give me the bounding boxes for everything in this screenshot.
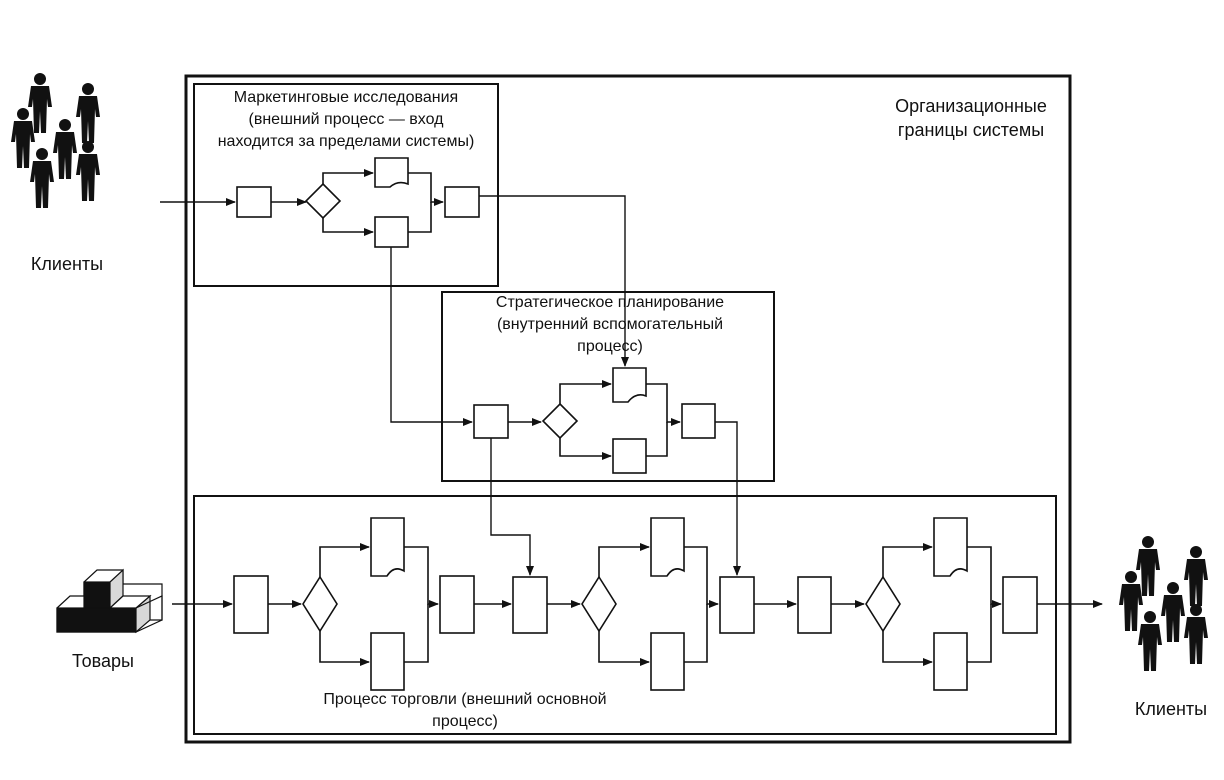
- clients-in-label: Клиенты: [30, 254, 104, 274]
- people-group-icon: [1119, 536, 1208, 671]
- trade-step-1: [233, 575, 269, 634]
- marketing-box: [193, 83, 499, 287]
- strategic-document: [612, 367, 647, 403]
- trade-step-3: [439, 575, 475, 634]
- trade-document-1: [370, 517, 405, 577]
- stacked-boxes-icon: [56, 568, 163, 634]
- goods-label: Товары: [72, 651, 134, 671]
- clients-out-label: Клиенты: [1134, 699, 1208, 719]
- marketing-process: [160, 83, 499, 287]
- marketing-decision: [304, 182, 342, 220]
- strategic-label: Стратегическое планирование (внутренний …: [495, 294, 725, 355]
- trade-process: [172, 495, 1103, 735]
- trade-decision-3: [865, 575, 901, 633]
- strategic-step-1: [473, 404, 509, 439]
- trade-step-2: [370, 632, 405, 691]
- trade-document-2: [650, 517, 685, 577]
- org-boundary-box: [184, 74, 1072, 744]
- process-connectors: [390, 195, 741, 576]
- strategic-decision: [541, 402, 579, 440]
- marketing-step-3: [444, 186, 480, 218]
- people-group-icon: [11, 73, 100, 208]
- trade-label: Процесс торговли (внешний основной проце…: [323, 691, 607, 730]
- trade-decision-1: [302, 575, 338, 633]
- trade-step-5: [650, 632, 685, 691]
- trade-step-6: [719, 576, 755, 634]
- strategic-box: [441, 291, 775, 482]
- marketing-step-2: [374, 216, 409, 248]
- marketing-step-1: [236, 186, 272, 218]
- marketing-document: [374, 157, 409, 188]
- trade-step-7: [797, 576, 832, 634]
- org-boundary-label: Организационные границы системы: [895, 96, 1047, 140]
- trade-document-3: [933, 517, 968, 577]
- marketing-label: Маркетинговые исследования (внешний проц…: [217, 89, 475, 150]
- trade-step-4: [512, 576, 548, 634]
- strategic-step-2: [612, 438, 647, 474]
- trade-step-9: [1002, 576, 1038, 634]
- trade-decision-2: [581, 575, 617, 633]
- trade-box: [193, 495, 1057, 735]
- strategic-process: [441, 291, 775, 482]
- strategic-step-3: [681, 403, 716, 439]
- trade-step-8: [933, 632, 968, 691]
